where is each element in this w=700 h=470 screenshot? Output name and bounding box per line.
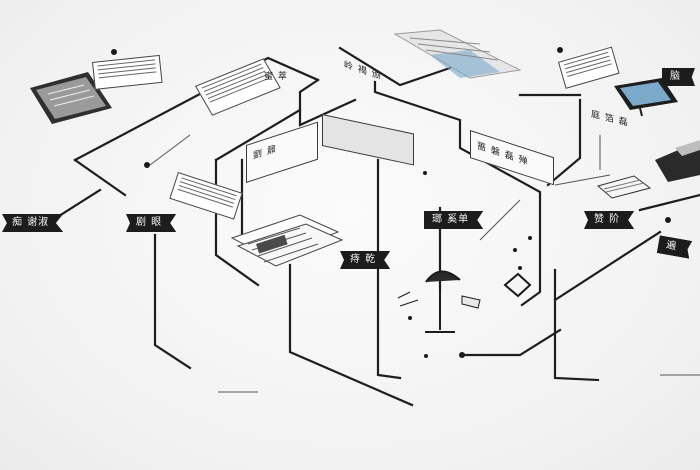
diamond-node xyxy=(503,272,532,298)
connector-line xyxy=(338,46,452,87)
thin-line xyxy=(554,174,611,186)
connector-line xyxy=(288,263,414,407)
thin-line xyxy=(479,199,521,241)
connector-node xyxy=(557,47,563,53)
connector-line xyxy=(376,158,402,380)
connector-line xyxy=(153,233,192,370)
card-label: 庭 箔 磊 xyxy=(591,109,629,129)
connector-node xyxy=(144,162,150,168)
connector-line xyxy=(553,268,600,382)
connector-node xyxy=(665,217,671,223)
connector-line xyxy=(553,230,662,302)
card-label: 蜜 萃 xyxy=(264,72,288,82)
document-stack-illustration xyxy=(230,214,344,267)
card-top-left: 蜜 萃 xyxy=(258,64,314,96)
connector-line xyxy=(638,193,700,212)
thin-line xyxy=(149,134,191,166)
connector-line xyxy=(298,98,357,127)
connector-line xyxy=(460,328,562,357)
keyboard-illustration xyxy=(596,175,652,199)
card-label: 劉 鼐 xyxy=(253,143,277,162)
connector-node xyxy=(459,352,465,358)
monitor-illustration xyxy=(614,78,678,117)
tag-top-right: 脑 xyxy=(662,68,695,86)
tag-right: 赞 阶 xyxy=(584,211,635,229)
tag-upper-center: 瑯 奚单 xyxy=(424,211,484,229)
tag-mid-left: 剧 眼 xyxy=(126,214,177,232)
connector-node xyxy=(408,316,412,320)
connector-line xyxy=(546,98,582,187)
tag-left: 痴 谢淑 xyxy=(2,214,64,232)
tag-center: 痔 乾 xyxy=(340,251,391,269)
connector-node xyxy=(424,354,428,358)
desk-lamp-illustration xyxy=(397,270,481,333)
connector-node xyxy=(111,49,117,55)
connector-node xyxy=(528,236,532,240)
connector-node xyxy=(423,171,427,175)
connector-node xyxy=(513,248,517,252)
connector-line xyxy=(73,56,320,162)
connector-line xyxy=(373,80,542,307)
connector-node xyxy=(518,266,522,270)
scanner-illustration xyxy=(393,29,522,79)
tablet-illustration xyxy=(30,72,112,124)
connector-line xyxy=(73,158,127,197)
printer-illustration xyxy=(655,140,700,182)
connector-line xyxy=(214,78,320,162)
